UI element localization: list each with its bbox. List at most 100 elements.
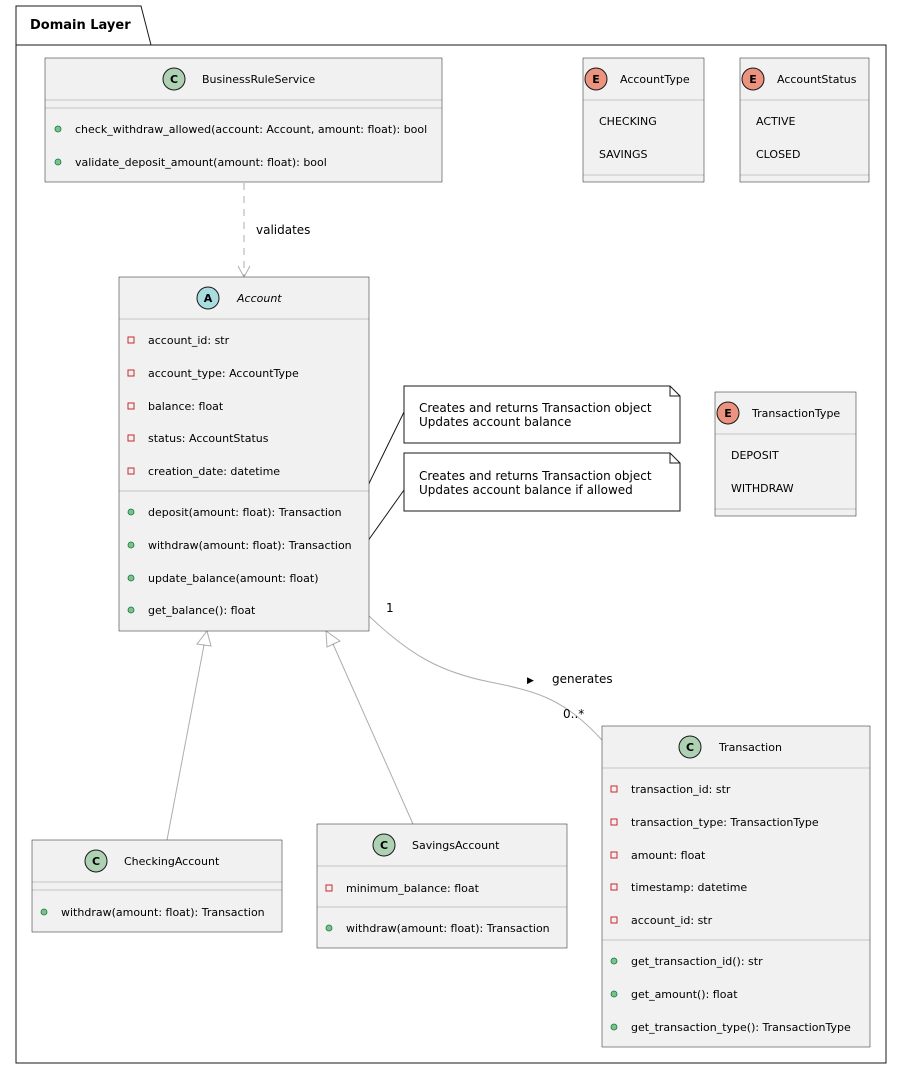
private-field-icon [610, 883, 618, 891]
enum-stereotype-icon [584, 67, 608, 91]
public-method-icon [54, 158, 62, 166]
enum-account-type: E AccountType CHECKING SAVINGS [582, 57, 705, 183]
method: validate_deposit_amount(amount: float): … [75, 156, 327, 169]
private-field-icon [610, 916, 618, 924]
public-method-icon [610, 957, 618, 965]
method: withdraw(amount: float): Transaction [148, 539, 352, 552]
enum-name: TransactionType [751, 407, 840, 420]
enum-account-status: E AccountStatus ACTIVE CLOSED [739, 57, 870, 183]
enum-name: AccountStatus [777, 73, 857, 86]
method: get_transaction_id(): str [631, 955, 763, 968]
enum-value: SAVINGS [599, 148, 648, 161]
method: check_withdraw_allowed(account: Account,… [75, 123, 427, 136]
private-field-icon [127, 369, 135, 377]
enum-stereotype-letter: E [724, 407, 732, 420]
note-line: Updates account balance [419, 415, 571, 429]
class-stereotype-icon [372, 833, 396, 857]
method: get_amount(): float [631, 988, 738, 1001]
class-account: A Account account_id: str account_type: … [118, 276, 370, 632]
class-stereotype-letter: C [170, 73, 178, 86]
note-deposit: Creates and returns Transaction object U… [403, 385, 681, 444]
transaction-multiplicity: 0..* [563, 707, 584, 721]
method: get_balance(): float [148, 604, 256, 617]
class-name: Transaction [718, 741, 782, 754]
withdraw-note-link [364, 472, 405, 546]
enum-stereotype-letter: E [592, 73, 600, 86]
field: amount: float [631, 849, 706, 862]
savings-inheritance-arrow [325, 629, 341, 648]
package-title: Domain Layer [30, 18, 131, 33]
public-method-icon [54, 125, 62, 133]
class-name: SavingsAccount [412, 839, 500, 852]
class-stereotype-icon [162, 67, 186, 91]
checking-inheritance-line [166, 644, 205, 841]
checking-inheritance-arrow [196, 629, 212, 647]
private-field-icon [127, 402, 135, 410]
field: minimum_balance: float [346, 882, 480, 895]
connectors: validates 1 0..* generates ▶ [166, 183, 613, 841]
public-method-icon [40, 908, 48, 916]
note-withdraw: Creates and returns Transaction object U… [403, 452, 681, 512]
generates-association-line [368, 615, 603, 741]
class-name: Account [236, 292, 282, 305]
class-stereotype-letter: C [92, 855, 100, 868]
class-savings-account: C SavingsAccount minimum_balance: float … [316, 823, 568, 949]
abstract-stereotype-icon [196, 286, 220, 310]
field: account_id: str [631, 914, 713, 927]
note-line: Creates and returns Transaction object [419, 469, 652, 483]
package-domain-layer: Domain Layer [15, 5, 887, 1064]
enum-value: WITHDRAW [731, 482, 794, 495]
class-transaction: C Transaction transaction_id: str transa… [601, 725, 871, 1048]
private-field-icon [610, 785, 618, 793]
field: transaction_type: TransactionType [631, 816, 819, 829]
class-stereotype-icon [84, 849, 108, 873]
private-field-icon [610, 851, 618, 859]
enum-stereotype-icon [716, 401, 740, 425]
class-name: CheckingAccount [124, 855, 220, 868]
private-field-icon [610, 818, 618, 826]
public-method-icon [127, 606, 135, 614]
class-stereotype-icon [678, 735, 702, 759]
public-method-icon [610, 990, 618, 998]
field: creation_date: datetime [148, 465, 280, 478]
enum-transaction-type: E TransactionType DEPOSIT WITHDRAW [714, 391, 857, 517]
field: status: AccountStatus [148, 432, 269, 445]
field: timestamp: datetime [631, 881, 747, 894]
field: account_type: AccountType [148, 367, 299, 380]
class-name: BusinessRuleService [202, 73, 315, 86]
method: withdraw(amount: float): Transaction [61, 906, 265, 919]
public-method-icon [325, 924, 333, 932]
enum-stereotype-icon [741, 67, 765, 91]
private-field-icon [325, 884, 333, 892]
generates-label: generates [552, 672, 613, 686]
private-field-icon [127, 434, 135, 442]
abstract-stereotype-letter: A [204, 292, 213, 305]
enum-name: AccountType [620, 73, 690, 86]
public-method-icon [610, 1023, 618, 1031]
note-line: Updates account balance if allowed [419, 483, 633, 497]
savings-inheritance-line [332, 643, 414, 825]
public-method-icon [127, 574, 135, 582]
public-method-icon [127, 541, 135, 549]
public-method-icon [127, 508, 135, 516]
method: update_balance(amount: float) [148, 572, 319, 585]
field: transaction_id: str [631, 783, 731, 796]
class-stereotype-letter: C [686, 741, 694, 754]
private-field-icon [127, 336, 135, 344]
enum-value: DEPOSIT [731, 449, 779, 462]
field: balance: float [148, 400, 224, 413]
enum-value: CHECKING [599, 115, 657, 128]
class-business-rule-service: C BusinessRuleService check_withdraw_all… [44, 57, 443, 183]
enum-stereotype-letter: E [749, 73, 757, 86]
field: account_id: str [148, 334, 230, 347]
method: withdraw(amount: float): Transaction [346, 922, 550, 935]
private-field-icon [127, 467, 135, 475]
class-stereotype-letter: C [380, 839, 388, 852]
account-multiplicity: 1 [386, 601, 394, 615]
method: get_transaction_type(): TransactionType [631, 1021, 851, 1034]
note-line: Creates and returns Transaction object [419, 401, 652, 415]
class-checking-account: C CheckingAccount withdraw(amount: float… [31, 839, 283, 933]
enum-value: ACTIVE [756, 115, 796, 128]
validates-label: validates [256, 223, 310, 237]
